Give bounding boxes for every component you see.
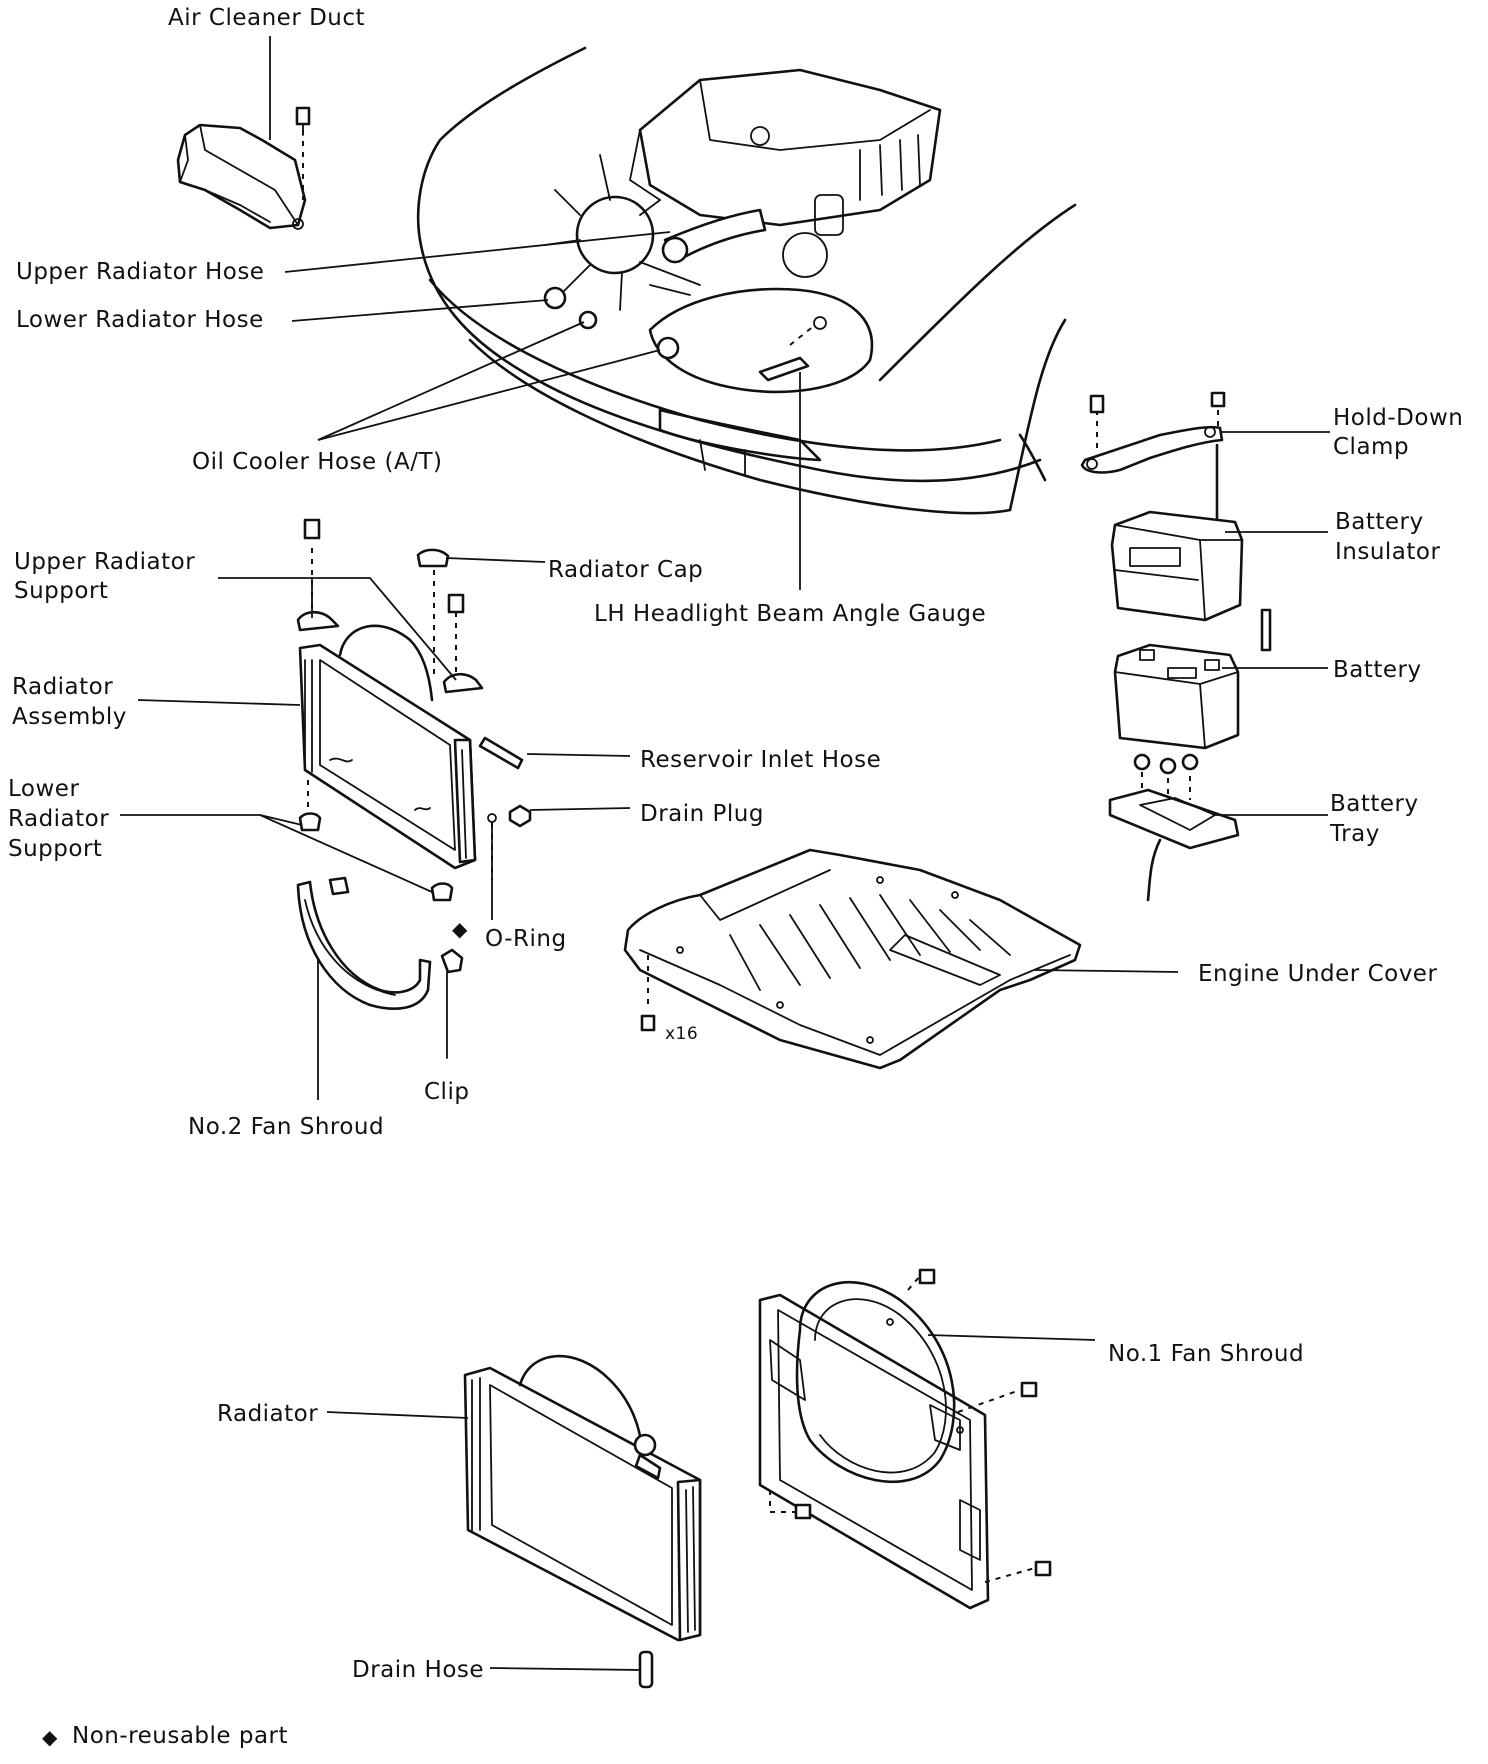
radiator-part <box>463 1354 702 1689</box>
label-battery-insulator-line1: Battery <box>1335 509 1424 535</box>
label-o-ring: O-Ring <box>485 926 567 952</box>
radiator-assembly-part <box>298 624 532 902</box>
label-upper-radiator-support-line1: Upper Radiator <box>14 549 196 575</box>
label-lower-radiator-support-line1: Lower <box>8 776 80 802</box>
battery-insulator-part <box>1110 510 1272 652</box>
legend-diamond-icon: ◆ <box>42 1725 58 1749</box>
label-legend-non-reusable: Non-reusable part <box>72 1723 289 1749</box>
label-no2-fan-shroud: No.2 Fan Shroud <box>188 1114 385 1140</box>
label-drain-hose: Drain Hose <box>352 1657 485 1683</box>
label-battery-insulator-line2: Insulator <box>1335 539 1441 565</box>
label-reservoir-inlet-hose: Reservoir Inlet Hose <box>640 747 882 773</box>
label-battery-tray-line2: Tray <box>1330 821 1380 847</box>
label-radiator-assembly-line1: Radiator <box>12 674 114 700</box>
label-upper-radiator-support-line2: Support <box>14 578 109 604</box>
label-lower-radiator-hose: Lower Radiator Hose <box>16 307 264 333</box>
label-hold-down-clamp-line1: Hold-Down <box>1333 405 1464 431</box>
label-oil-cooler-hose: Oil Cooler Hose (A/T) <box>192 449 443 475</box>
no2-fan-shroud-part <box>296 876 464 1059</box>
hold-down-clamp-part <box>1080 391 1226 522</box>
label-no1-fan-shroud: No.1 Fan Shroud <box>1108 1341 1305 1367</box>
label-air-cleaner-duct: Air Cleaner Duct <box>168 5 366 31</box>
vehicle-front-part <box>416 46 1077 515</box>
radiator-cap-part <box>416 548 450 680</box>
label-lower-radiator-support-line2: Radiator <box>8 806 110 832</box>
engine-under-cover-part <box>623 848 1082 1070</box>
no1-fan-shroud-part <box>758 1268 1052 1610</box>
label-radiator-assembly-line2: Assembly <box>12 704 127 730</box>
label-hold-down-clamp-line2: Clamp <box>1333 434 1410 460</box>
label-drain-plug: Drain Plug <box>640 801 764 827</box>
label-battery: Battery <box>1333 657 1422 683</box>
label-lower-radiator-support-line3: Support <box>8 836 103 862</box>
o-ring-diamond-icon: ◆ <box>452 917 468 941</box>
battery-part <box>1113 643 1240 750</box>
battery-tray-part <box>1108 753 1240 902</box>
label-battery-tray-line1: Battery <box>1330 791 1419 817</box>
air-cleaner-duct-part <box>176 106 311 230</box>
label-radiator-cap: Radiator Cap <box>548 557 704 583</box>
label-clip: Clip <box>424 1079 470 1105</box>
label-radiator: Radiator <box>217 1401 319 1427</box>
upper-radiator-support-part <box>296 518 484 694</box>
label-lh-headlight-gauge: LH Headlight Beam Angle Gauge <box>594 601 987 627</box>
label-engine-under-cover: Engine Under Cover <box>1198 961 1438 987</box>
label-bolt-count: x16 <box>665 1024 699 1044</box>
label-upper-radiator-hose: Upper Radiator Hose <box>16 259 265 285</box>
